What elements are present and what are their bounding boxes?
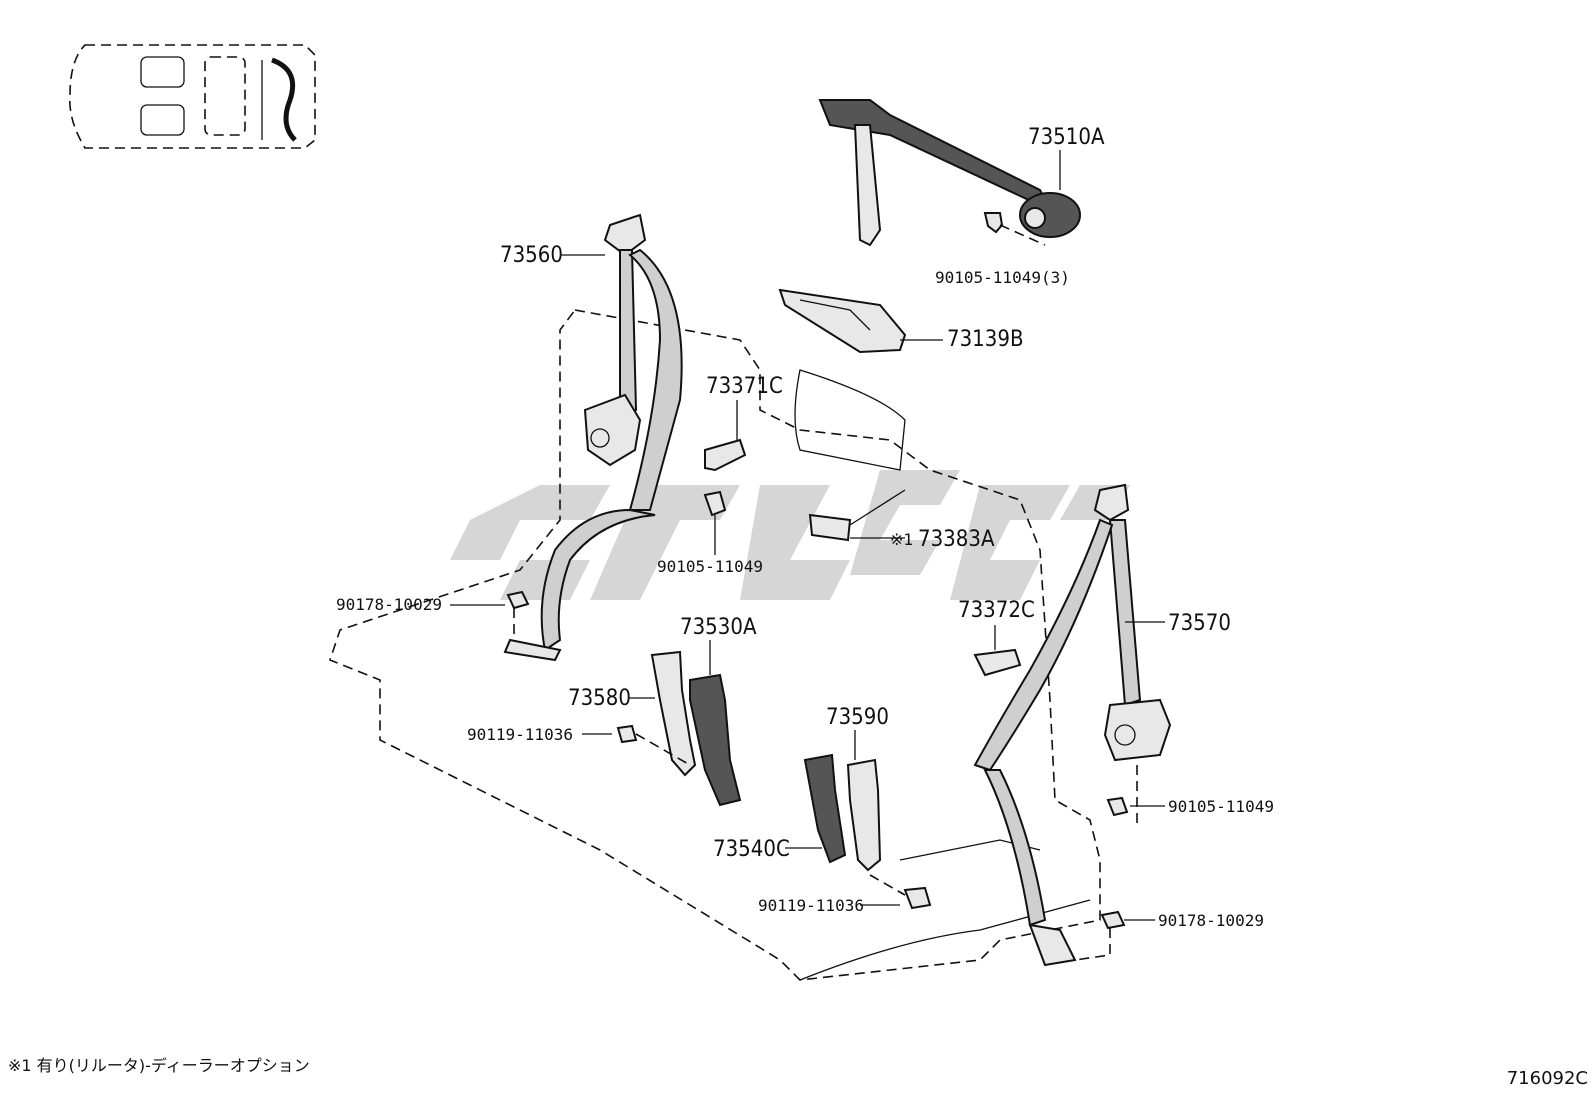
label-73139B: 73139B bbox=[947, 327, 1024, 352]
footnote: ※1 有り(リルータ)-ディーラーオプション bbox=[8, 1056, 310, 1075]
bolt-90105-11049-right bbox=[1106, 765, 1165, 825]
buckle-73540C bbox=[785, 753, 847, 864]
label-73383A: 73383A bbox=[918, 527, 995, 552]
label-90105-11049-3: 90105-11049(3) bbox=[935, 268, 1070, 287]
label-90105-11049-left: 90105-11049 bbox=[657, 557, 763, 576]
figure-code: 716092C bbox=[1506, 1068, 1588, 1089]
seat-belt-73560 bbox=[503, 213, 683, 662]
buckle-73590 bbox=[846, 730, 882, 872]
label-73560: 73560 bbox=[500, 243, 563, 268]
label-73383A-mark: ※1 bbox=[890, 530, 913, 549]
label-73372C: 73372C bbox=[958, 598, 1035, 623]
label-73371C: 73371C bbox=[706, 374, 783, 399]
nut-90178-10029-left bbox=[450, 590, 530, 640]
label-73540C: 73540C bbox=[713, 837, 790, 862]
label-73580: 73580 bbox=[568, 686, 631, 711]
vehicle-locator-inset bbox=[68, 44, 316, 149]
label-90178-10029-left: 90178-10029 bbox=[336, 595, 442, 614]
clip-73371C bbox=[704, 400, 747, 472]
label-90119-11036-left: 90119-11036 bbox=[467, 725, 573, 744]
nut-90178-10029-right bbox=[1074, 910, 1155, 961]
retractor-73510A bbox=[818, 99, 1081, 247]
reminder-73383A bbox=[808, 489, 906, 542]
label-73590: 73590 bbox=[826, 705, 889, 730]
label-73570: 73570 bbox=[1168, 611, 1231, 636]
bolt-90105-11049-left bbox=[703, 490, 727, 555]
buckle-73580 bbox=[628, 650, 697, 777]
label-73510A: 73510A bbox=[1028, 125, 1105, 150]
buckle-73530A bbox=[689, 640, 742, 807]
clip-73372C bbox=[973, 625, 1022, 677]
bolt-90105-11049-top bbox=[983, 212, 1046, 246]
bolt-90119-11036-right bbox=[860, 874, 932, 910]
watermark-logo bbox=[450, 470, 1130, 600]
label-90105-11049-right: 90105-11049 bbox=[1168, 797, 1274, 816]
label-73530A: 73530A bbox=[680, 615, 757, 640]
label-90178-10029-right: 90178-10029 bbox=[1158, 911, 1264, 930]
bolt-90119-11036-left bbox=[582, 724, 691, 766]
rear-seat-outline bbox=[329, 309, 1101, 981]
label-90119-11036-right: 90119-11036 bbox=[758, 896, 864, 915]
cover-73139B bbox=[778, 288, 943, 354]
seat-belt-73570 bbox=[973, 483, 1172, 967]
